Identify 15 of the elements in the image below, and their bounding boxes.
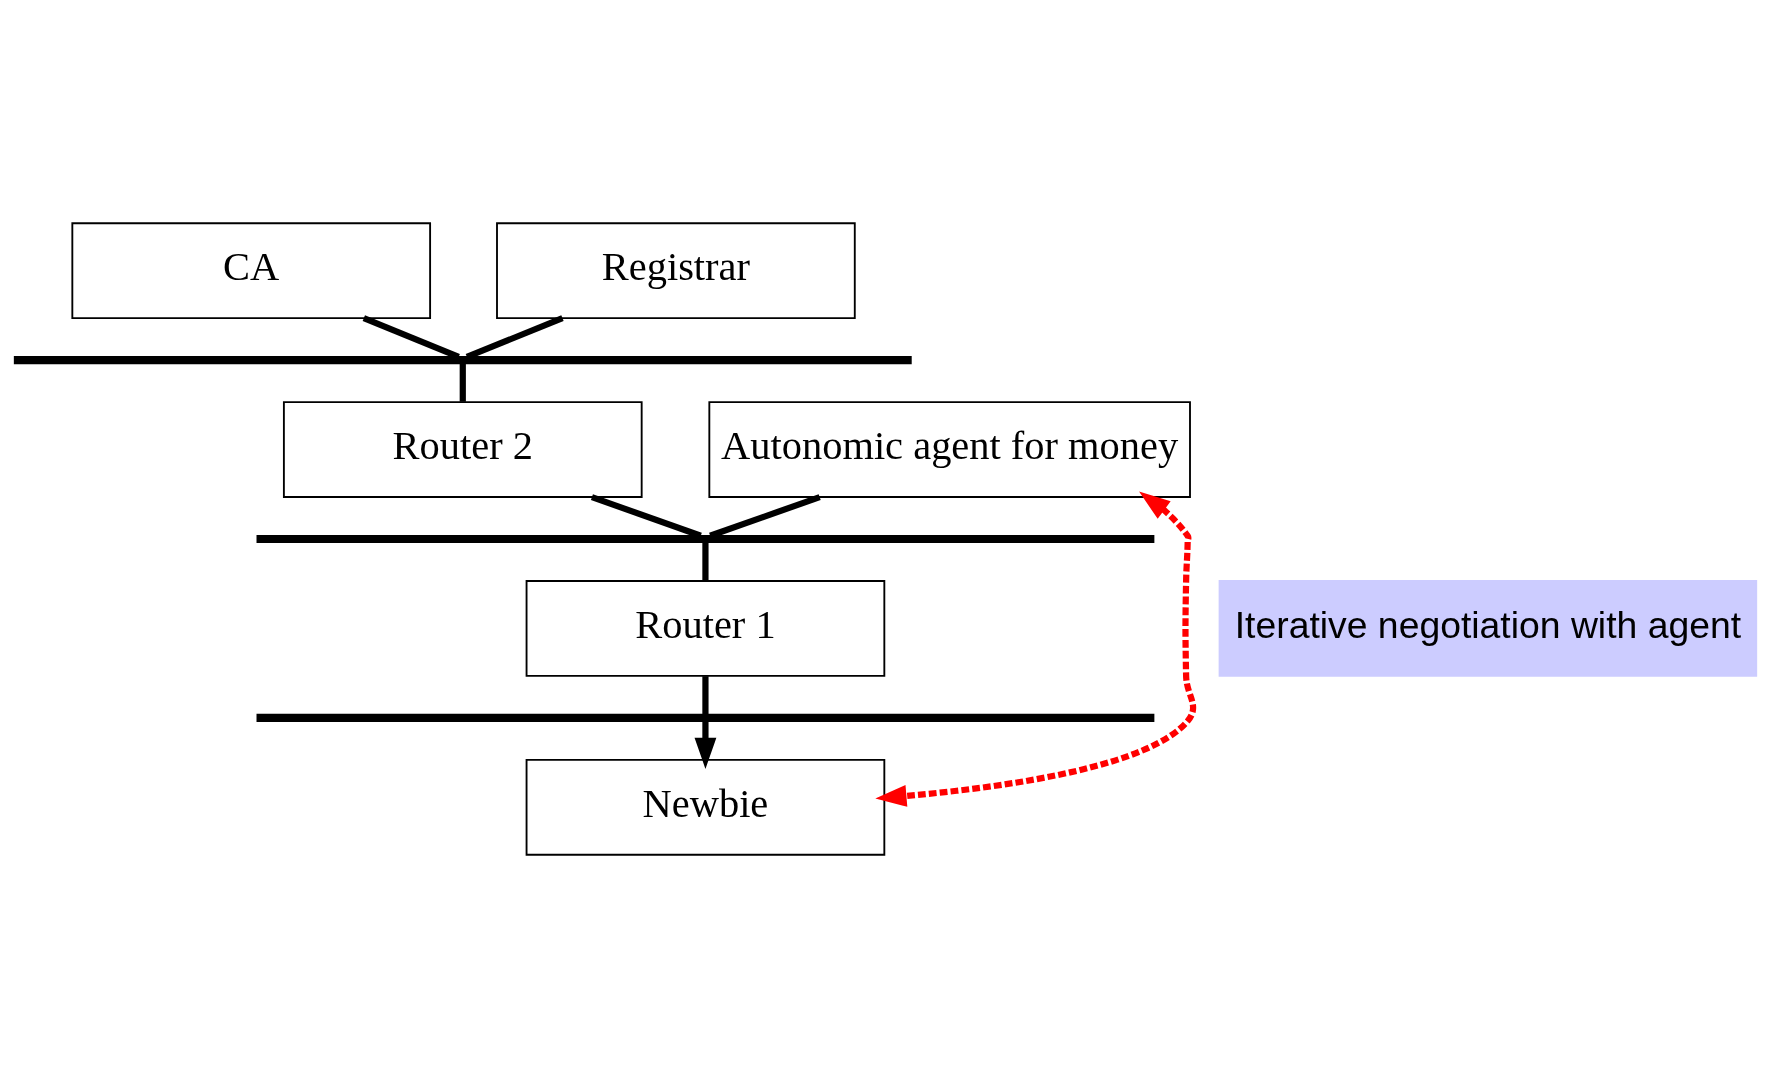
arrow <box>694 721 717 769</box>
node-box: Router 1 <box>525 579 886 677</box>
connector <box>702 675 709 714</box>
connector <box>459 363 466 402</box>
arrow <box>875 491 1197 807</box>
node-box: Registrar <box>496 221 856 319</box>
node-box: Autonomic agent for money <box>708 400 1191 498</box>
node-box: Router 2 <box>282 400 643 498</box>
node-box: Newbie <box>525 758 886 856</box>
node-bar <box>13 355 912 364</box>
node-bar <box>256 534 1155 543</box>
node-bar <box>256 713 1155 722</box>
connector <box>702 542 709 581</box>
node-box: Iterative negotiation with agent <box>1218 579 1758 677</box>
node-box: CA <box>71 221 432 319</box>
